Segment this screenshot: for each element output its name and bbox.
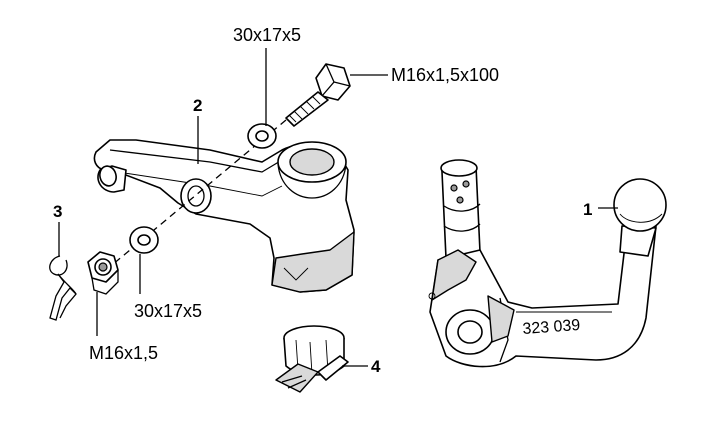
washer-bottom-label: 30x17x5 bbox=[134, 301, 203, 321]
washer-top bbox=[247, 123, 277, 149]
bolt bbox=[285, 63, 351, 127]
leader-lines bbox=[58, 48, 618, 367]
washer-bottom bbox=[129, 226, 159, 254]
part-1-callout: 1 bbox=[583, 200, 593, 219]
plastic-sleeve bbox=[275, 325, 349, 393]
mounting-bracket bbox=[93, 139, 355, 293]
part-4-callout: 4 bbox=[371, 357, 381, 376]
part-3-callout: 3 bbox=[53, 202, 63, 221]
spring-clip bbox=[49, 255, 77, 321]
nut-label: M16x1,5 bbox=[89, 343, 159, 363]
washer-top-label: 30x17x5 bbox=[233, 25, 302, 45]
part-2-callout: 2 bbox=[193, 96, 203, 115]
tow-ball bbox=[428, 159, 667, 368]
nut bbox=[87, 251, 119, 295]
bolt-label: M16x1,5x100 bbox=[391, 65, 500, 85]
